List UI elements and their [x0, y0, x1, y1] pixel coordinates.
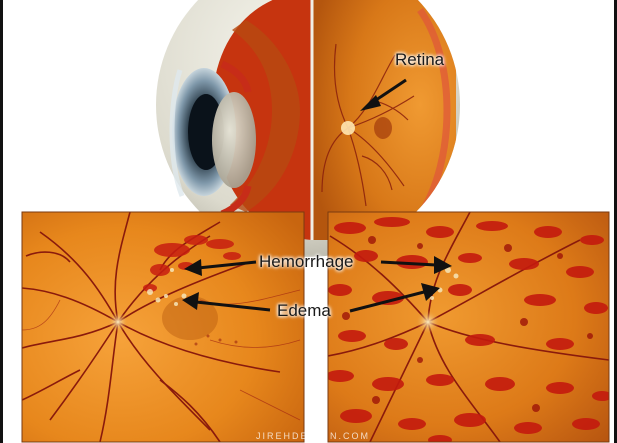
fundus-panel-hemorrhage: [326, 212, 612, 443]
retina-label: Retina: [395, 50, 444, 70]
watermark: JIREHDESIGN.COM: [256, 431, 370, 441]
edema-label: Edema: [277, 301, 331, 321]
fundus-panel-edema: [22, 212, 304, 442]
hemorrhage-label: Hemorrhage: [259, 252, 354, 272]
